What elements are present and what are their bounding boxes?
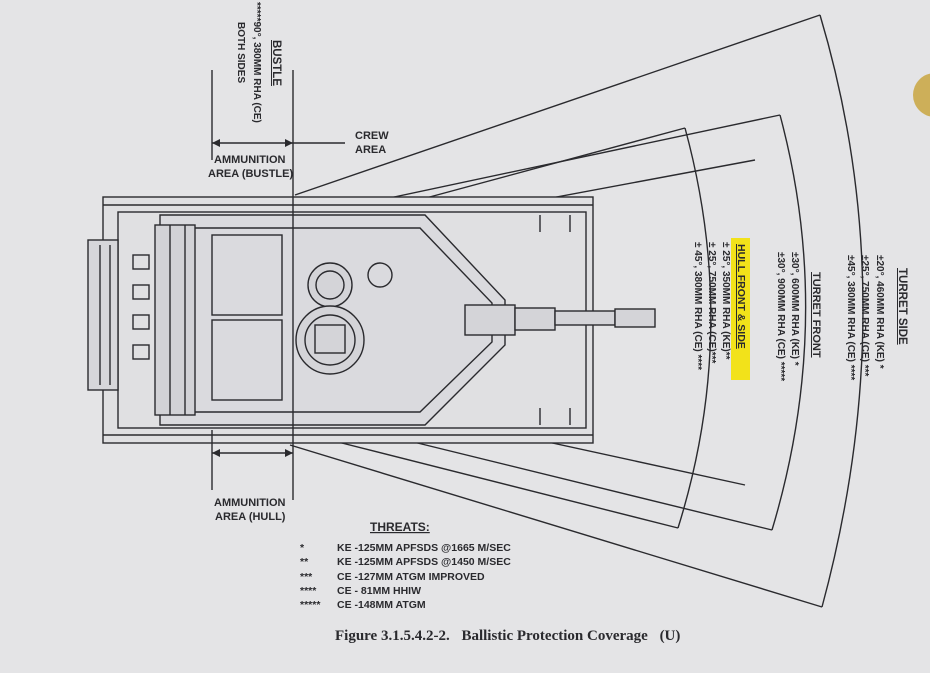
figure-caption: Figure 3.1.5.4.2-2. Ballistic Protection… bbox=[335, 628, 688, 645]
bustle-line-2: BOTH SIDES bbox=[235, 22, 246, 84]
figure-number: Figure 3.1.5.4.2-2. bbox=[335, 628, 450, 644]
threat-text: CE -127MM ATGM IMPROVED bbox=[337, 571, 485, 583]
ammo-bustle-label-1: AMMUNITION bbox=[214, 154, 286, 166]
threat-text: CE -148MM ATGM bbox=[337, 599, 426, 611]
threat-text: KE -125MM APFSDS @1450 M/SEC bbox=[337, 556, 511, 568]
area-dividers bbox=[211, 70, 345, 500]
turret-side-title: TURRET SIDE bbox=[896, 268, 908, 345]
crew-area-label-2: AREA bbox=[355, 144, 386, 156]
figure-classification: (U) bbox=[659, 628, 681, 644]
seal-mark bbox=[913, 73, 930, 117]
tank-outline bbox=[87, 196, 656, 444]
threats-list: * KE -125MM APFSDS @1665 M/SEC ** KE -12… bbox=[300, 542, 511, 611]
ammo-bustle-label-2: AREA (BUSTLE) bbox=[208, 168, 293, 180]
threat-marker: *** bbox=[300, 571, 313, 583]
ammo-hull-label-1: AMMUNITION bbox=[214, 497, 286, 509]
threat-text: CE - 81MM HHIW bbox=[337, 585, 421, 597]
threat-marker: **** bbox=[300, 585, 317, 597]
hull-front-line-2: ± 25°, 750MM RHA (CE)*** bbox=[706, 242, 717, 364]
hull-front-line-1: ± 25°, 350MM RHA (KE)** bbox=[720, 242, 731, 360]
turret-side-line-1: ±20°, 460MM RHA (KE) * bbox=[874, 255, 885, 369]
threat-marker: ***** bbox=[300, 599, 321, 611]
turret-front-line-1: ±30°, 600MM RHA (KE) * bbox=[789, 252, 800, 366]
ammo-hull-label-2: AREA (HULL) bbox=[215, 511, 286, 523]
figure-title: Ballistic Protection Coverage bbox=[461, 628, 648, 644]
turret-front-title: TURRET FRONT bbox=[810, 272, 822, 358]
threat-marker: * bbox=[300, 542, 305, 554]
threat-text: KE -125MM APFSDS @1665 M/SEC bbox=[337, 542, 511, 554]
hull-front-highlight bbox=[731, 238, 750, 380]
coverage-lines bbox=[289, 14, 864, 608]
turret-front-line-2: ±30°, 900MM RHA (CE) ***** bbox=[775, 252, 786, 382]
threats-title: THREATS: bbox=[370, 520, 430, 534]
hull-front-title: HULL FRONT & SIDE bbox=[735, 244, 747, 349]
crew-area-label-1: CREW bbox=[355, 130, 389, 142]
turret-side-line-3: ±45°, 380MM RHA (CE) **** bbox=[845, 255, 856, 381]
turret-side-line-2: ±25°, 750MM RHA (CE) *** bbox=[859, 255, 870, 377]
threat-marker: ** bbox=[300, 556, 309, 568]
hull-front-line-3: ± 45°, 380MM RHA (CE) **** bbox=[692, 242, 703, 371]
arrowheads bbox=[212, 139, 293, 457]
bustle-line-1: *****90°, 380MM RHA (CE) bbox=[251, 2, 262, 123]
bustle-title: BUSTLE bbox=[270, 40, 282, 86]
